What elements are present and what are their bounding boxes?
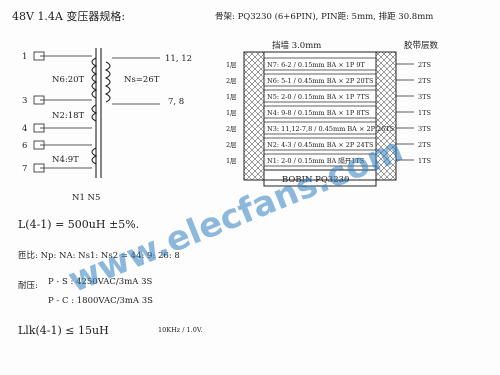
right-title: 骨架: PQ3230 (6+6PIN), PIN距: 5mm, 排距 30.8m… [215, 11, 433, 22]
winding-tape-count-1: 2TS [418, 61, 431, 69]
winding-row-text-3: N5: 2-0 / 0.15mm BA × 1P 7TS [267, 93, 369, 101]
winding-layer-count-7: 1层 [226, 157, 237, 165]
winding-ns: Ns=26T [124, 75, 160, 85]
tape-label: 挡墙 3.0mm [272, 40, 321, 51]
winding-row-2 [263, 73, 377, 87]
winding-n4: N4:9T [52, 155, 79, 165]
left-title: 48V 1.4A 变压器规格: [12, 9, 125, 23]
winding-tape-count-2: 2TS [418, 77, 431, 85]
winding-tape-count-3: 3TS [418, 93, 431, 101]
turns-ratio-spec: 匝比: Np: NA: Ns1: Ns2 = 44: 9: 26: 8 [18, 250, 180, 261]
pin-label-4: 4 [22, 124, 27, 134]
pin-marker-7 [33, 163, 45, 173]
winding-tape-count-7: 1TS [418, 157, 431, 165]
pin-label-6: 6 [22, 141, 27, 151]
winding-row-text-2: N6: 5-1 / 0.45mm BA × 2P 20TS [267, 77, 373, 85]
coil-n2 [91, 104, 98, 122]
table-frame [243, 51, 397, 181]
winding-tape-count-5: 3TS [418, 125, 431, 133]
winding-layer-count-2: 2层 [226, 77, 237, 85]
hipot-pc: P - C : 1800VAC/3mA 3S [48, 296, 153, 306]
winding-row-text-6: N2: 4-3 / 0.45mm BA × 2P 24TS [267, 141, 373, 149]
right-pin-label: 11, 12 [165, 54, 192, 64]
hipot-ps: P - S : 4250VAC/3mA 3S [48, 277, 153, 287]
winding-tape-count-6: 2TS [418, 141, 431, 149]
leakage-spec: Llk(4-1) ≤ 15uH [18, 324, 109, 337]
winding-row-text-1: N7: 6-2 / 0.15mm BA × 1P 9T [267, 61, 365, 69]
coil-ns [104, 61, 111, 103]
winding-layer-count-6: 2层 [226, 141, 237, 149]
leakage-condition: 10KHz / 1.0V. [158, 326, 203, 334]
tape-layers-label: 胶带层数 [404, 40, 439, 51]
winding-row-text-5: N3: 11,12-7,8 / 0.45mm BA × 2P 26TS [267, 125, 394, 133]
winding-layer-count-3: 1层 [226, 93, 237, 101]
winding-tape-count-4: 1TS [418, 109, 431, 117]
winding-row-4 [263, 105, 377, 119]
bobbin-label: BOBIN PQ3230 [282, 175, 349, 185]
winding-n2: N2:18T [52, 111, 85, 121]
bobbin-box [263, 169, 377, 187]
winding-row-text-7: N1: 2-0 / 0.15mm BA 隔开1TS [267, 156, 364, 165]
hipot-label: 耐压: [18, 280, 38, 291]
winding-table: 挡墙 3.0mm 胶带层数 BOBIN PQ3230 N7: 6-2 / 0.1… [226, 40, 439, 187]
pin-marker-1 [33, 51, 45, 61]
winding-layer-count-1: 1层 [226, 61, 237, 69]
pin-marker-6 [33, 140, 45, 150]
right-bottom-label: 7, 8 [168, 97, 184, 107]
winding-row-6 [263, 137, 377, 151]
pin-label-3: 3 [22, 96, 27, 106]
pin-label-7: 7 [22, 164, 27, 174]
spec-lines: L(4-1) = 500uH ±5%. 匝比: Np: NA: Ns1: Ns2… [18, 218, 203, 337]
coil-n6 [91, 57, 98, 99]
winding-layer-count-4: 1层 [226, 109, 237, 117]
winding-n6: N6:20T [52, 75, 85, 85]
winding-row-text-4: N4: 9-8 / 0.15mm BA × 1P 8TS [267, 109, 369, 117]
pin-label-1: 1 [22, 52, 27, 62]
winding-bottom: N1 N5 [72, 193, 100, 203]
inductance-spec: L(4-1) = 500uH ±5%. [18, 218, 139, 231]
winding-row-1 [263, 57, 377, 71]
winding-layer-count-5: 2层 [226, 125, 237, 133]
pin-marker-4 [33, 123, 45, 133]
tape-wall-left [243, 51, 265, 181]
watermark-text: www.elecfans.com [63, 130, 409, 301]
coil-n4 [91, 147, 98, 165]
winding-row-3 [263, 89, 377, 103]
winding-row-7 [263, 153, 377, 167]
transformer-schematic: 1 3 4 6 7 11, 12 7, 8 N6:20T N2:18T N4:9… [22, 48, 192, 203]
pin-marker-3 [33, 95, 45, 105]
winding-row-5 [263, 121, 377, 135]
